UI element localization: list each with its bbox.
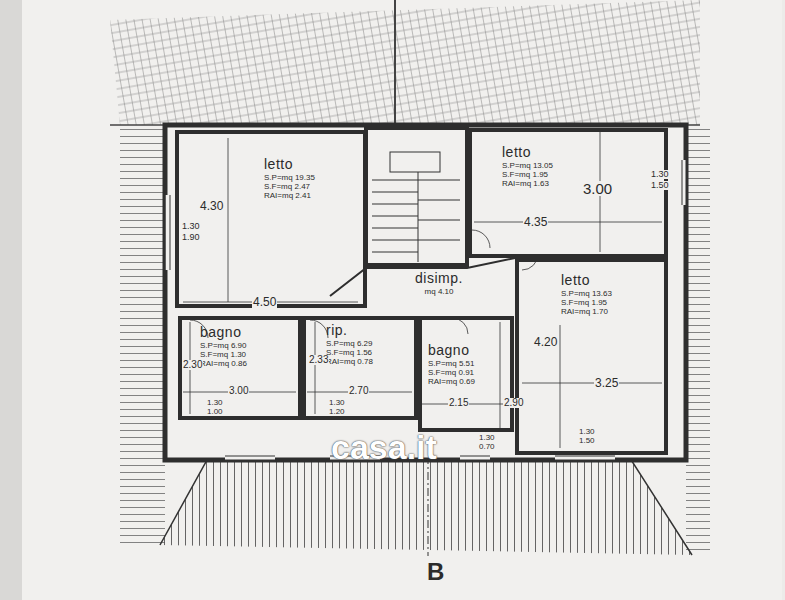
room-name: letto	[502, 144, 664, 161]
room-name: letto	[264, 156, 363, 173]
dimension: 2.33	[308, 355, 329, 365]
room-area: RAI=mq 0.69	[428, 377, 510, 386]
room: lettoS.P=mq 13.05S.F=mq 1.95RAI=mq 1.63	[468, 128, 668, 258]
room-name: bagno	[428, 342, 510, 359]
room-area: S.P=mq 19.35	[264, 173, 363, 182]
room-area: S.P=mq 5.51	[428, 359, 510, 368]
hall-area: disimp.mq 4.10	[395, 266, 483, 306]
room-area: mq 4.10	[395, 287, 483, 296]
dimension: 3.00	[228, 386, 249, 396]
room: lettoS.P=mq 19.35S.F=mq 2.47RAI=mq 2.41	[175, 130, 367, 308]
room-area: S.F=mq 1.30	[200, 350, 298, 359]
room-area: RAI=mq 2.41	[264, 191, 363, 200]
dimension: 1.30	[181, 222, 201, 231]
dimension: 0.70	[478, 443, 496, 451]
dimension: 1.30	[578, 428, 596, 436]
room-area: S.P=mq 13.63	[561, 289, 664, 298]
watermark: casa.it	[330, 430, 438, 464]
dimension: 2.30	[182, 360, 203, 370]
room-area: S.P=mq 6.29	[326, 339, 414, 348]
room-name: letto	[561, 272, 664, 289]
room-area: S.F=mq 0.91	[428, 368, 510, 377]
dimension: 2.15	[448, 398, 469, 408]
dimension: 4.20	[533, 336, 558, 348]
room: rip.S.P=mq 6.29S.F=mq 1.56RAI=mq 0.78	[302, 316, 418, 420]
room-area: RAI=mq 1.70	[561, 307, 664, 316]
dimension: 1.30	[328, 399, 346, 407]
room-area: S.P=mq 13.05	[502, 161, 664, 170]
dimension: 1.50	[650, 181, 670, 190]
dimension: 4.30	[199, 200, 224, 212]
room-name: bagno	[200, 324, 298, 341]
room-area: S.F=mq 1.95	[502, 170, 664, 179]
room: lettoS.P=mq 13.63S.F=mq 1.95RAI=mq 1.70	[515, 258, 668, 455]
dimension: 2.90	[503, 398, 524, 408]
dimension: 2.70	[348, 386, 369, 396]
room-name: rip.	[326, 322, 414, 339]
room: bagnoS.P=mq 5.51S.F=mq 0.91RAI=mq 0.69	[418, 316, 514, 432]
room-area: S.F=mq 2.47	[264, 182, 363, 191]
room-area: S.F=mq 1.95	[561, 298, 664, 307]
dimension: 1.90	[181, 233, 201, 242]
dimension: 1.30	[650, 170, 670, 179]
dimension: 1.50	[578, 437, 596, 445]
dimension: 1.20	[328, 408, 346, 416]
dimension: 4.50	[252, 296, 277, 308]
room-area: S.F=mq 1.56	[326, 348, 414, 357]
room-area: RAI=mq 0.78	[326, 357, 414, 366]
dimension: 3.00	[582, 181, 613, 196]
room-name: disimp.	[395, 270, 483, 287]
room-area: S.P=mq 6.90	[200, 341, 298, 350]
dimension: 3.25	[594, 377, 619, 389]
section-mark: B	[426, 560, 445, 584]
room-area: RAI=mq 0.86	[200, 359, 298, 368]
dimension: 1.30	[206, 399, 224, 407]
dimension: 1.30	[478, 434, 496, 442]
dimension: 4.35	[523, 216, 548, 228]
dimension: 1.00	[206, 408, 224, 416]
